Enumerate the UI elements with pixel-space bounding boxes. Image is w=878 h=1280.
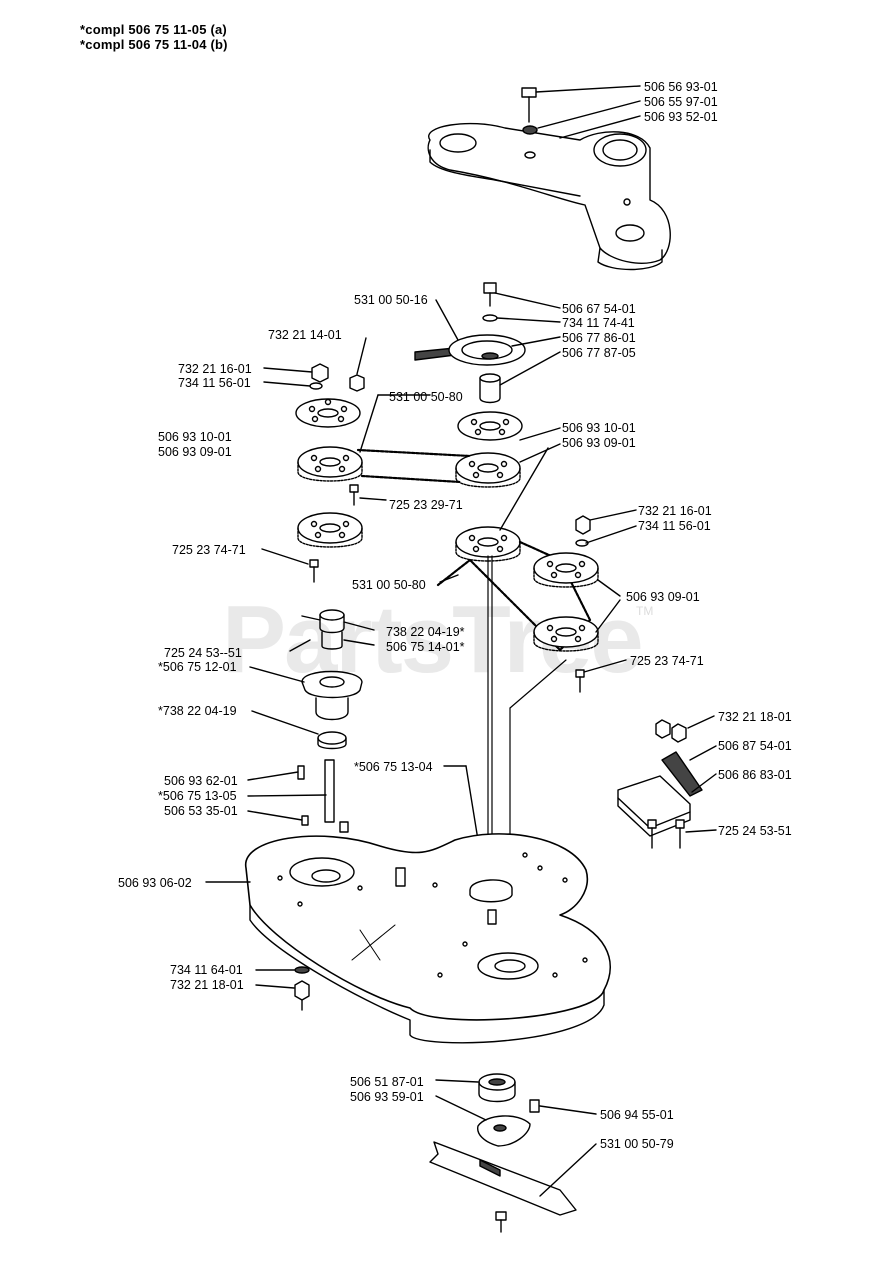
part-label: 732 21 16-01 (178, 362, 252, 376)
part-label: 506 77 87-05 (562, 346, 636, 360)
part-label: 738 22 04-19* (386, 625, 465, 639)
part-label: 506 75 14-01* (386, 640, 465, 654)
part-label: 506 77 86-01 (562, 331, 636, 345)
part-label: 506 56 93-01 (644, 80, 718, 94)
part-label: 732 21 16-01 (638, 504, 712, 518)
part-label: 725 23 29-71 (389, 498, 463, 512)
left-spindle (297, 609, 363, 833)
part-label: 506 93 06-02 (118, 876, 192, 890)
part-label: 506 94 55-01 (600, 1108, 674, 1122)
part-label: 531 00 50-80 (389, 390, 463, 404)
part-label: 734 11 56-01 (638, 519, 711, 533)
header-line-2: *compl 506 75 11-04 (b) (80, 37, 228, 52)
part-label: 732 21 18-01 (718, 710, 792, 724)
part-label: 531 00 50-16 (354, 293, 428, 307)
part-label: 506 55 97-01 (644, 95, 718, 109)
part-label: 725 23 74-71 (172, 543, 246, 557)
part-label: *506 75 12-01 (158, 660, 237, 674)
part-label: 506 93 09-01 (562, 436, 636, 450)
part-label: 506 67 54-01 (562, 302, 636, 316)
header-line-1: *compl 506 75 11-05 (a) (80, 22, 227, 37)
part-label: *738 22 04-19 (158, 704, 237, 718)
part-label: 725 23 74-71 (630, 654, 704, 668)
center-sprockets (455, 411, 523, 562)
part-label: 506 93 62-01 (164, 774, 238, 788)
part-label: 506 53 35-01 (164, 804, 238, 818)
part-label: 725 24 53--51 (164, 646, 242, 660)
part-label: *506 75 13-04 (354, 760, 433, 774)
part-label: 506 87 54-01 (718, 739, 792, 753)
part-label: 506 93 09-01 (158, 445, 232, 459)
part-label: 734 11 56-01 (178, 376, 251, 390)
part-label: 506 93 10-01 (562, 421, 636, 435)
part-label: 506 93 59-01 (350, 1090, 424, 1104)
part-label: 725 24 53-51 (718, 824, 792, 838)
part-label: 506 51 87-01 (350, 1075, 424, 1089)
part-label: 506 93 52-01 (644, 110, 718, 124)
belt-idler-pulley (414, 282, 526, 404)
part-label: 506 93 10-01 (158, 430, 232, 444)
right-bracket (617, 719, 703, 849)
part-label: 732 21 14-01 (268, 328, 342, 342)
blade-assembly (429, 1073, 577, 1233)
right-sprockets (533, 515, 599, 693)
top-bracket (427, 122, 671, 271)
part-label: 506 86 83-01 (718, 768, 792, 782)
watermark-tm: TM (636, 604, 654, 618)
part-label: 531 00 50-79 (600, 1137, 674, 1151)
part-label: 506 93 09-01 (626, 590, 700, 604)
mower-deck (245, 833, 611, 1044)
part-label: *506 75 13-05 (158, 789, 237, 803)
part-label: 732 21 18-01 (170, 978, 244, 992)
part-label: 734 11 74-41 (562, 316, 635, 330)
left-sprockets (295, 398, 363, 548)
bracket-bolt (521, 87, 538, 135)
part-label: 734 11 64-01 (170, 963, 243, 977)
part-label: 531 00 50-80 (352, 578, 426, 592)
